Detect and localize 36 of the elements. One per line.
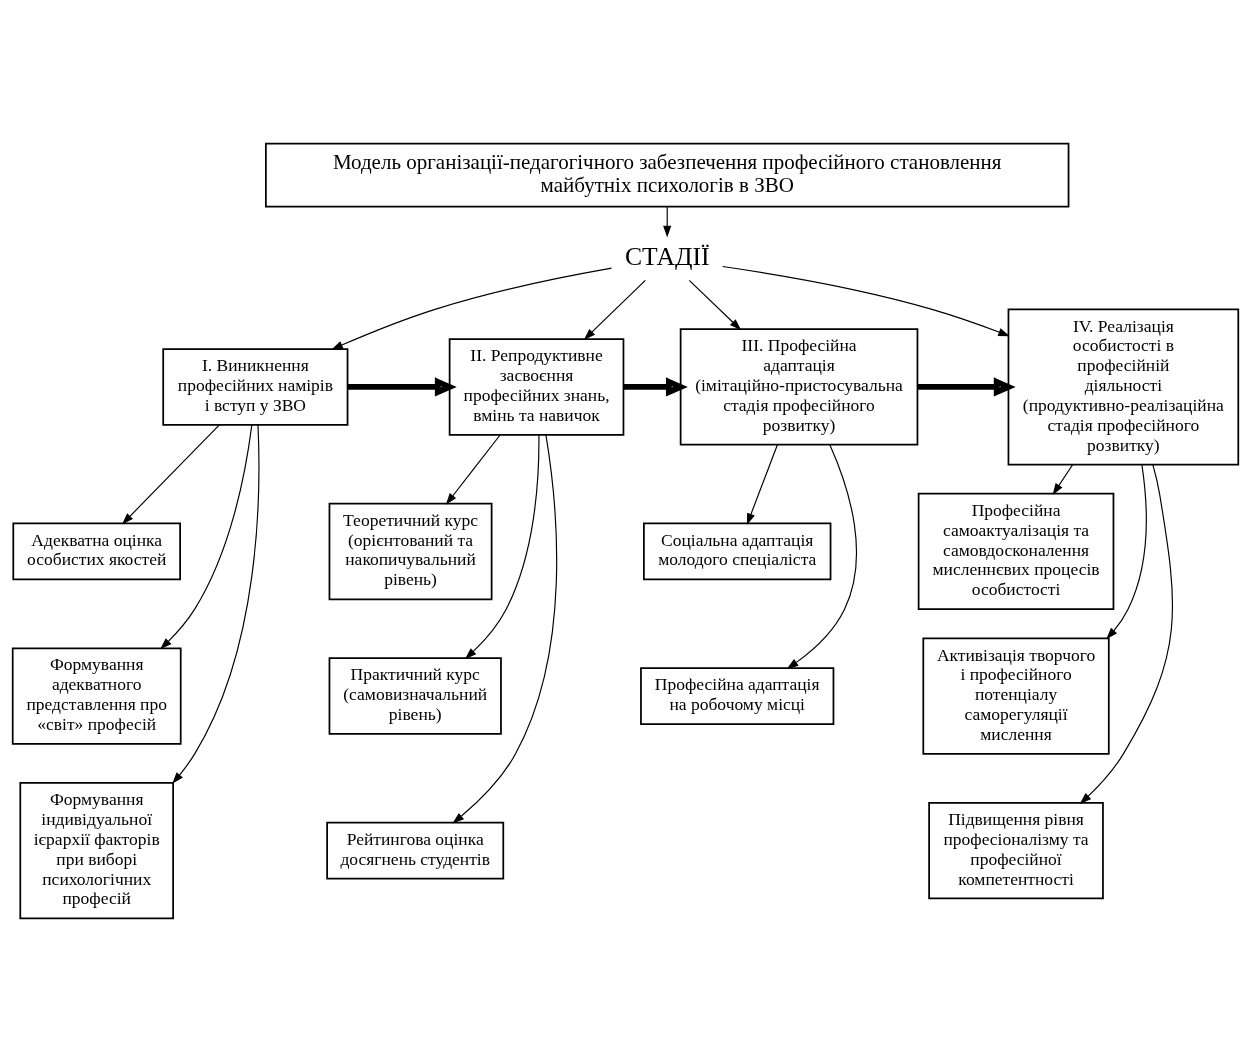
arrow: [663, 206, 672, 238]
arrow: [722, 265, 1010, 337]
arrow: [917, 377, 1016, 397]
arrow: [746, 444, 778, 525]
arrow: [1079, 464, 1174, 804]
node-box: Теоретичний курс (орієнтований та накопичувальний рівень): [328, 502, 493, 601]
node-box: Формування індивідуальної ієрархії факторів при виборі психологічних професій: [19, 782, 174, 920]
node-box: Підвищення рівня професіоналізму та професійної компетентності: [928, 801, 1104, 900]
node-box: I. Виникнення професійних намірів і вступ у ЗВО: [162, 348, 349, 426]
node-box: Соціальна адаптація молодого спеціаліста: [643, 522, 832, 581]
arrow: [452, 434, 558, 824]
arrow: [688, 279, 742, 331]
arrow: [121, 424, 220, 525]
arrow: [445, 434, 501, 505]
node-box: Активізація творчого і професійного потенціалу саморегуляції мислення: [922, 637, 1110, 755]
node-box: Модель організації-педагогічного забезпечення професійного становлення майбутніх психологів в ЗВО: [265, 142, 1070, 208]
arrow: [623, 377, 688, 397]
arrow: [331, 267, 613, 350]
node-box: II. Репродуктивне засвоєння професійних знань, вмінь та навичок: [448, 338, 625, 436]
node-box: Професійна адаптація на робочому місці: [640, 667, 835, 725]
node-box: Формування адекватного представлення про «світ» професій: [11, 647, 182, 745]
node-box: IV. Реалізація особистості в професійній діяльності (продуктивно-реалізаційна стадія професійного розвитку): [1007, 308, 1240, 466]
arrow: [786, 444, 858, 670]
arrow: [347, 377, 457, 397]
node-box: Адекватна оцінка особистих якостей: [12, 522, 181, 581]
node-box: Рейтингова оцінка досягнень студентів: [326, 821, 505, 880]
arrow: [160, 424, 253, 650]
arrow: [464, 434, 540, 660]
arrow: [583, 279, 646, 340]
node-box: Професійна самоактуалізація та самовдосконалення мисленнєвих процесів особистості: [917, 492, 1115, 611]
node-text: СТАДІЇ: [624, 241, 710, 271]
arrow: [1106, 463, 1147, 640]
arrow: [172, 424, 260, 784]
node-box: Практичний курс (самовизначальний рівень): [328, 657, 502, 735]
arrow: [1052, 464, 1074, 496]
node-box: III. Професійна адаптація (імітаційно-пристосувальна стадія професійного розвитку): [679, 328, 919, 446]
